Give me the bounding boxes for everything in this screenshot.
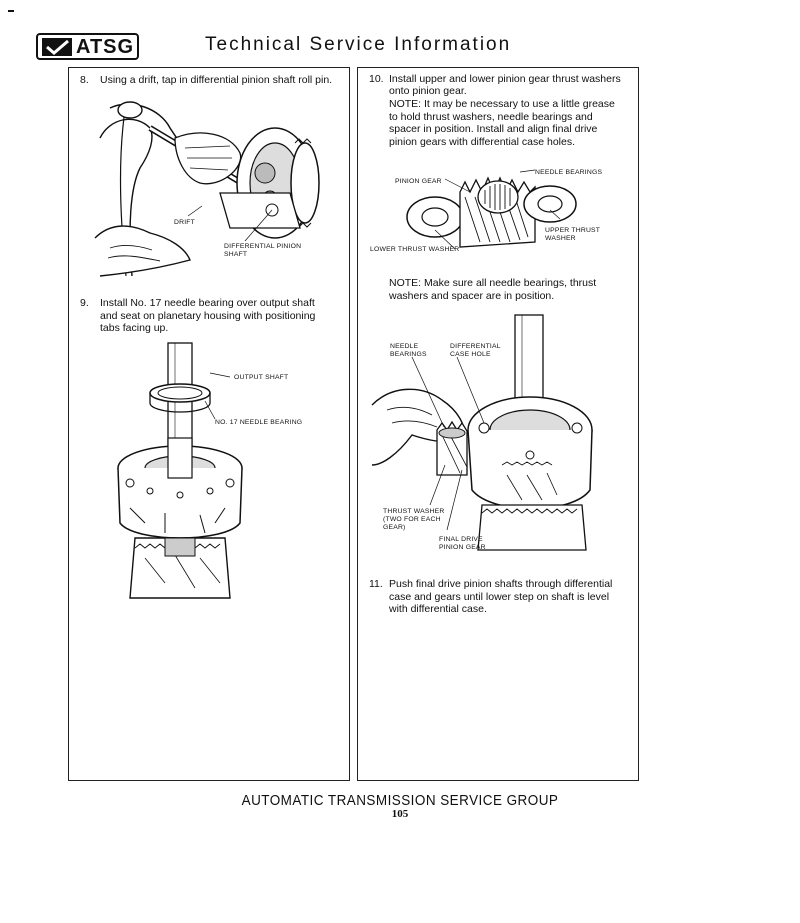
step-text-line2: case and gears until lower step on shaft…	[389, 590, 610, 603]
step-number: 9.	[80, 297, 89, 309]
differential-case-figure	[371, 314, 593, 551]
corner-mark	[8, 10, 14, 12]
logo-check-icon	[42, 38, 72, 56]
label-drift: DRIFT	[174, 219, 196, 226]
label-diff-pinion-shaft-1: DIFFERENTIAL PINION	[224, 243, 302, 250]
pinion-gear-figure	[406, 169, 577, 250]
step-text: Using a drift, tap in differential pinio…	[100, 74, 333, 86]
step-text-line1: Install upper and lower pinion gear thru…	[389, 73, 621, 85]
label-output-shaft: OUTPUT SHAFT	[234, 374, 289, 381]
step-text-line2: onto pinion gear.	[389, 85, 467, 97]
step-text-line2: and seat on planetary housing with posit…	[100, 309, 316, 322]
step-11: 11. Push final drive pinion shafts throu…	[369, 578, 634, 618]
label-needle-1: NEEDLE	[390, 343, 419, 350]
label-needle-2: BEARINGS	[390, 351, 427, 358]
step-10-note: NOTE: It may be necessary to use a littl…	[389, 98, 634, 150]
step-text-line1: Push final drive pinion shafts through d…	[389, 578, 613, 590]
label-upper-thrust-2: WASHER	[545, 235, 576, 242]
note-line3: spacer in position. Install and align fi…	[389, 123, 598, 135]
label-final-drive-1: FINAL DRIVE	[439, 536, 483, 543]
step-number: 10.	[369, 73, 384, 85]
label-lower-thrust: LOWER THRUST WASHER	[370, 246, 460, 253]
output-shaft-figure	[117, 342, 243, 599]
note-line2: washers and spacer are in position.	[389, 289, 555, 302]
step-9: 9. Install No. 17 needle bearing over ou…	[80, 297, 345, 337]
note-line1: NOTE: It may be necessary to use a littl…	[389, 98, 615, 110]
note-line4: pinion gears with differential case hole…	[389, 135, 576, 148]
label-pinion-gear: PINION GEAR	[395, 178, 442, 185]
label-thrust-3: GEAR)	[383, 524, 406, 531]
step-10: 10. Install upper and lower pinion gear …	[369, 73, 634, 99]
label-thrust-1: THRUST WASHER	[383, 508, 445, 515]
label-diff-case-1: DIFFERENTIAL	[450, 343, 501, 350]
label-upper-thrust-1: UPPER THRUST	[545, 227, 601, 234]
footer-org: AUTOMATIC TRANSMISSION SERVICE GROUP	[241, 792, 559, 809]
step-text-line1: Install No. 17 needle bearing over outpu…	[100, 297, 315, 309]
label-diff-case-2: CASE HOLE	[450, 351, 491, 358]
positioning-note: NOTE: Make sure all needle bearings, thr…	[389, 277, 634, 305]
atsg-logo: ATSG	[36, 33, 139, 60]
label-needle-bearing: NO. 17 NEEDLE BEARING	[215, 419, 303, 426]
label-diff-pinion-shaft-2: SHAFT	[224, 251, 248, 258]
step-text-line3: tabs facing up.	[100, 322, 169, 334]
page-title: Technical Service Information	[205, 34, 512, 55]
note-line2: to hold thrust washers, needle bearings …	[389, 110, 593, 123]
logo-text: ATSG	[76, 36, 135, 58]
label-thrust-2: (TWO FOR EACH	[383, 516, 441, 523]
step-8: 8. Using a drift, tap in differential pi…	[80, 74, 345, 88]
step-text-line3: with differential case.	[389, 603, 487, 615]
step-number: 8.	[80, 74, 89, 86]
note-line1: NOTE: Make sure all needle bearings, thr…	[389, 277, 597, 289]
step-number: 11.	[369, 578, 383, 590]
label-needle-bearings: NEEDLE BEARINGS	[535, 169, 603, 176]
label-final-drive-2: PINION GEAR	[439, 544, 486, 551]
page-number: 105	[391, 808, 409, 820]
drift-figure	[94, 101, 320, 277]
